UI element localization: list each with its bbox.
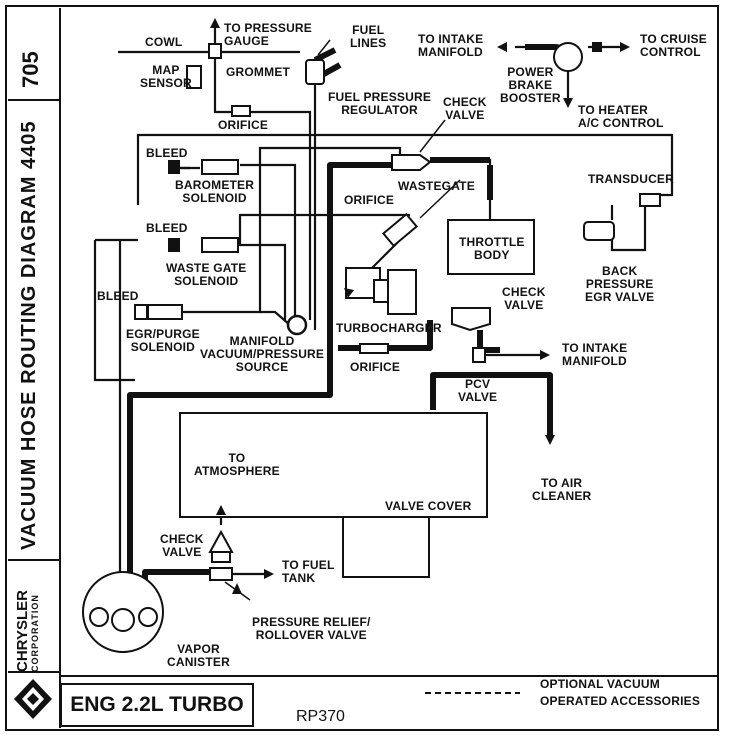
outer-frame [5,5,719,731]
label-wastegate: WASTEGATE [398,179,475,193]
label-barometer-solenoid: BAROMETER SOLENOID [175,178,255,205]
legend-line-2: OPERATED ACCESSORIES [540,694,701,708]
label-to-heater: TO HEATER A/C CONTROL [578,103,664,130]
label-orifice-top: ORIFICE [218,118,269,132]
label-bleed-2: BLEED [146,221,188,235]
fuel-pressure-regulator [305,59,325,85]
label-orifice-mid: ORIFICE [344,193,395,207]
transducer [639,193,661,207]
manufacturer-name: CHRYSLER CORPORATION [14,590,42,672]
power-brake-booster [553,42,583,72]
valve-cover [179,412,488,518]
waste-gate-solenoid [201,237,239,253]
label-power-brake-booster: POWER BRAKE BOOSTER [500,65,561,105]
orifice-top [231,105,251,117]
bleed-1-block [168,160,180,174]
label-bleed-1: BLEED [146,146,188,160]
label-to-pressure-gauge: TO PRESSURE GAUGE [224,21,312,48]
manufacturer-subtitle: CORPORATION [30,594,40,672]
egr-purge-solenoid [147,304,183,320]
label-waste-gate-solenoid: WASTE GATE SOLENOID [166,261,247,288]
pentastar-logo [14,679,52,719]
back-pressure-egr-valve [583,221,615,241]
label-orifice-low: ORIFICE [350,360,401,374]
reference-code: RP370 [296,708,345,725]
label-to-cruise-control: TO CRUISE CONTROL [640,32,707,59]
canister-port-1 [89,607,109,627]
label-cowl: COWL [145,35,183,49]
label-map-sensor: MAP SENSOR [140,63,192,90]
label-fuel-lines: FUEL LINES [350,23,387,50]
map-sensor [186,65,202,89]
label-to-intake-manifold-top: TO INTAKE MANIFOLD [418,32,484,59]
manifold-vacuum-source [286,314,308,336]
bleed-3-block [134,304,148,320]
turbocharger [345,267,417,315]
grommet [208,43,222,59]
label-turbocharger: TURBOCHARGER [336,321,442,335]
pressure-relief-valve [209,567,233,581]
label-throttle-body: THROTTLE BODY [459,235,525,262]
engine-label: ENG 2.2L TURBO [60,683,254,727]
fuel-line-a [313,47,337,63]
label-pressure-relief: PRESSURE RELIEF/ ROLLOVER VALVE [252,615,371,642]
valve-cover-lower [342,516,430,578]
barometer-solenoid [201,159,239,175]
canister-port-2 [111,608,135,632]
canister-port-3 [138,607,158,627]
wastegate-actuator [381,212,419,248]
label-egr-purge-solenoid: EGR/PURGE SOLENOID [126,327,200,354]
pointer-lines [224,39,461,601]
label-manifold-vacuum: MANIFOLD VACUUM/PRESSURE SOURCE [200,334,325,374]
check-valve-mid [451,307,491,332]
label-vapor-canister: VAPOR CANISTER [167,642,230,669]
throttle-body [447,219,535,275]
flow-arrows [210,18,630,594]
cruise-connector [592,42,602,52]
label-check-valve-low: CHECK VALVE [160,532,204,559]
label-to-intake-manifold-mid: TO INTAKE MANIFOLD [562,341,628,368]
label-bleed-3: BLEED [97,289,139,303]
orifice-low [359,343,389,354]
label-to-air-cleaner: TO AIR CLEANER [532,476,592,503]
label-fuel-pressure-regulator: FUEL PRESSURE REGULATOR [328,90,432,117]
label-to-atmosphere: TO ATMOSPHERE [194,451,280,478]
label-transducer: TRANSDUCER [588,172,674,186]
label-valve-cover: VALVE COVER [385,499,472,513]
check-valve-top [391,154,432,171]
label-pcv-valve: PCV VALVE [458,377,498,404]
pcv-valve [472,347,486,363]
check-valve-low [208,529,234,553]
legend-line-1: OPTIONAL VACUUM [540,677,660,691]
check-valve-low-body [211,551,231,563]
label-to-fuel-tank: TO FUEL TANK [282,558,335,585]
label-check-valve-top: CHECK VALVE [443,95,487,122]
bleed-2-block [168,238,180,252]
label-grommet: GROMMET [226,65,291,79]
diagram-title: VACUUM HOSE ROUTING DIAGRAM 4405 [18,120,40,550]
label-check-valve-mid: CHECK VALVE [502,285,546,312]
label-back-pressure-egr: BACK PRESSURE EGR VALVE [585,264,655,304]
